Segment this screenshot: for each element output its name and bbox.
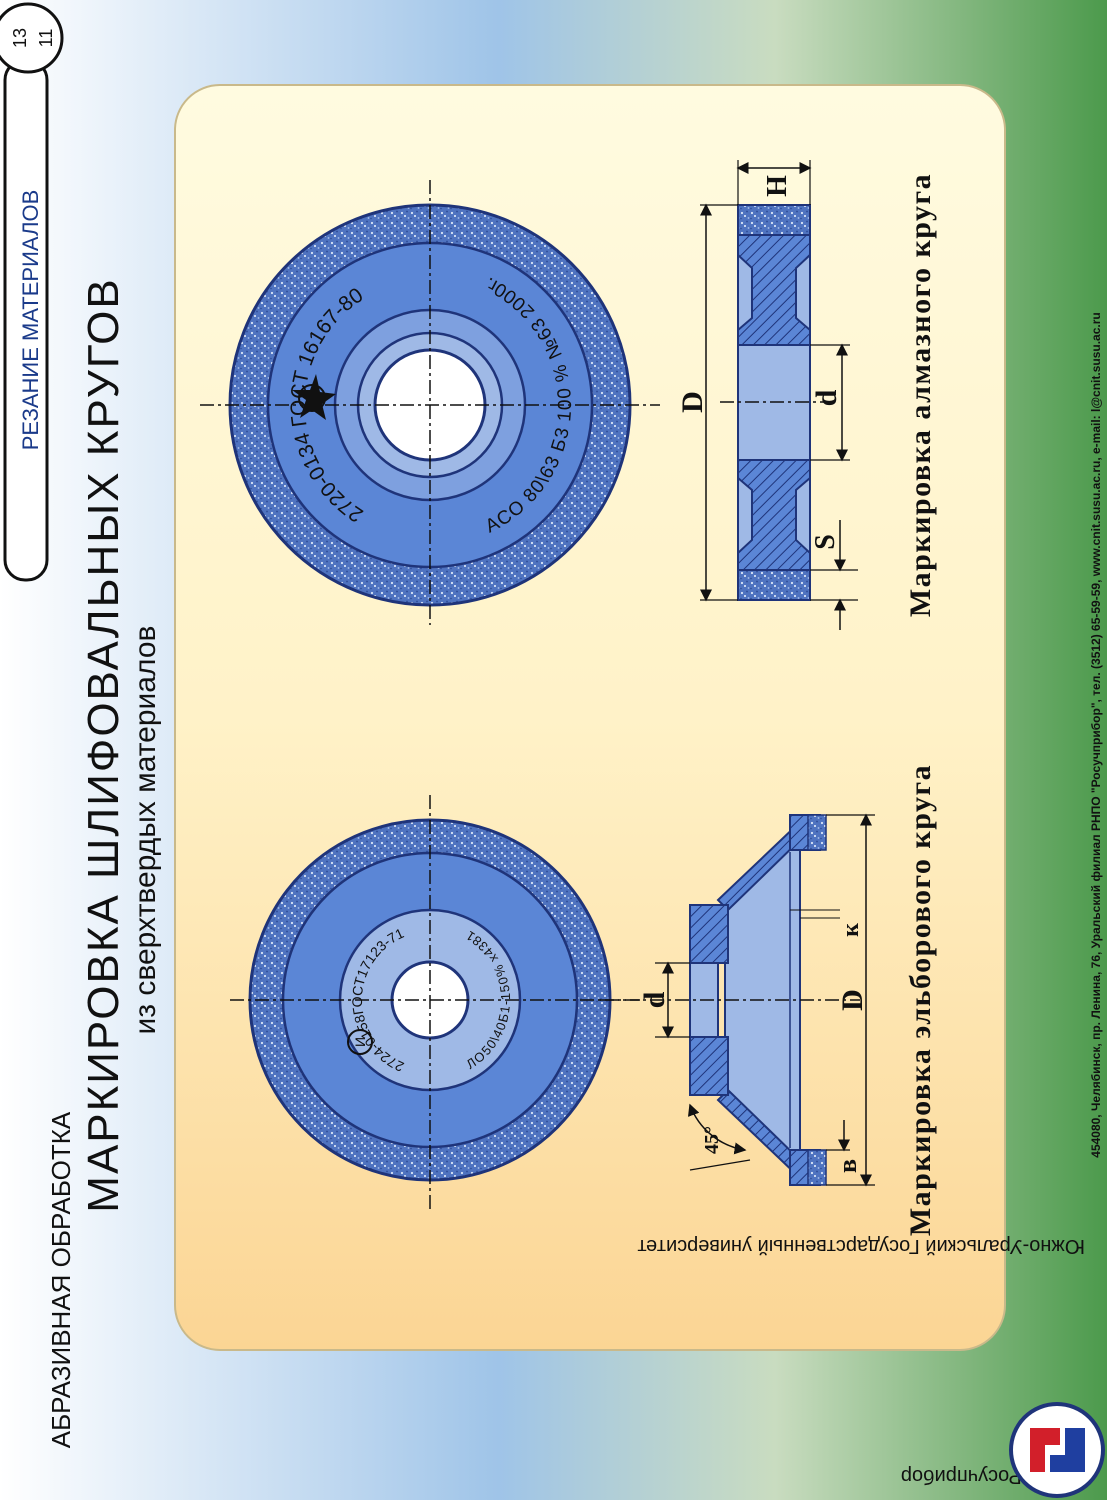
main-title: МАРКИРОВКА ШЛИФОВАЛЬНЫХ КРУГОВ (79, 277, 128, 1212)
elbor-dim-k: к (838, 923, 864, 937)
elbor-dim-D: D (836, 989, 869, 1011)
footer-address: 454080, Челябинск, пр. Ленина, 76, Ураль… (1089, 312, 1103, 1157)
footer-university: Южно-Уральский Государственный университ… (637, 1235, 1085, 1257)
diamond-dim-d: d (810, 389, 843, 406)
sheet-number-top: 13 (10, 28, 30, 48)
topic-tab-text: РЕЗАНИЕ МАТЕРИАЛОВ (18, 190, 43, 451)
diamond-wheel-face (200, 180, 660, 625)
sheet-number: 13 11 (0, 2, 64, 74)
elbor-dim-angle: 45° (701, 1126, 723, 1154)
topic-tab: РЕЗАНИЕ МАТЕРИАЛОВ (3, 58, 49, 582)
sheet-number-bottom: 11 (36, 29, 56, 48)
diamond-dim-D: D (676, 391, 709, 413)
elbor-caption: Маркировка эльборового круга (904, 764, 937, 1236)
diamond-dim-S: S (810, 534, 841, 550)
diamond-dim-H: H (762, 175, 793, 197)
elbor-wheel-face (230, 795, 640, 1210)
rnpo-logo-icon (1009, 1402, 1105, 1498)
elbor-logo-icon: И (347, 1029, 373, 1055)
diamond-wheel-section (700, 160, 858, 630)
diamond-caption: Маркировка алмазного круга (904, 173, 937, 617)
subtitle: из сверхтвердых материалов (129, 626, 162, 1035)
section-title: АБРАЗИВНАЯ ОБРАБОТКА (46, 1111, 76, 1448)
diamond-logo-icon (292, 374, 336, 420)
elbor-dim-b: в (833, 1159, 862, 1173)
elbor-wheel-section (600, 813, 875, 1187)
elbor-dim-d: d (638, 991, 671, 1008)
elbor-logo-letter: И (352, 1037, 368, 1047)
